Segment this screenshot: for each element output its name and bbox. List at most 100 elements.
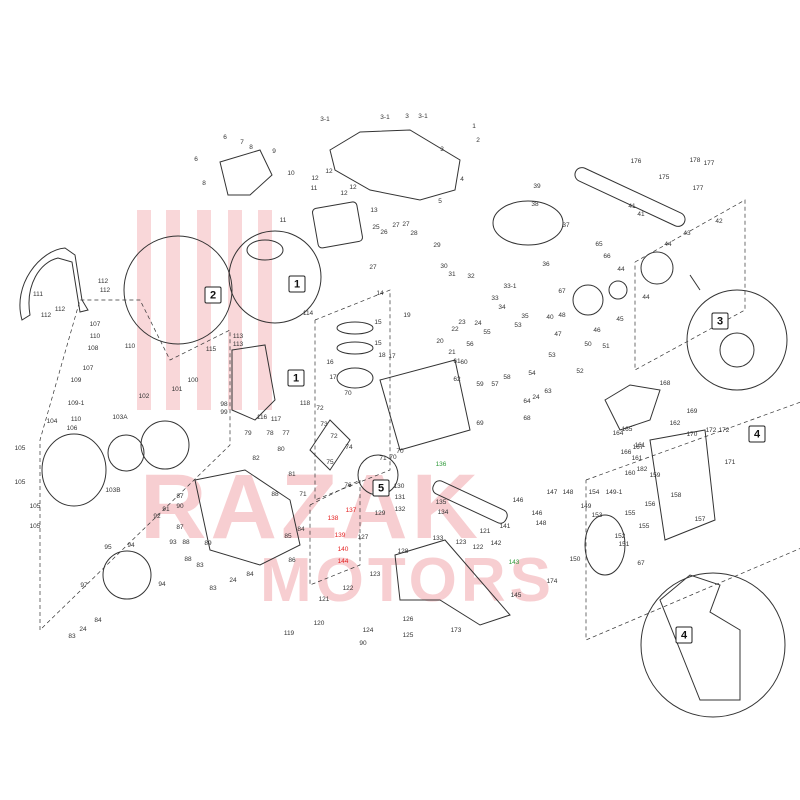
part-number-label: 70	[396, 447, 404, 455]
watermark-text: MOTORS	[260, 546, 555, 615]
part-number-label: 97	[80, 581, 88, 589]
part-number-label: 83	[196, 561, 204, 569]
part-number-label: 92	[153, 512, 161, 520]
part-number-label: 75	[326, 458, 334, 466]
part-number-label: 12	[349, 183, 357, 191]
piston-ring-part	[336, 341, 374, 355]
part-number-label: 69	[476, 419, 484, 427]
part-number-label: 19	[403, 311, 411, 319]
part-number-label: 161	[631, 454, 643, 462]
callout-3: 3	[711, 312, 729, 330]
starter-group-frame	[39, 299, 231, 631]
part-number-label: 112	[99, 286, 111, 294]
part-number-label: 169	[686, 407, 698, 415]
part-number-label: 112	[54, 305, 66, 313]
part-number-label: 125	[402, 631, 414, 639]
cylinder-part	[311, 201, 363, 249]
part-number-label: 108	[87, 344, 99, 352]
part-number-label: 73	[320, 420, 328, 428]
part-number-label: 30	[440, 262, 448, 270]
part-number-label: 53	[514, 321, 522, 329]
detail-1-drawing	[246, 239, 284, 261]
part-number-label: 43	[683, 229, 691, 237]
part-number-label: 110	[70, 415, 82, 423]
detail-circle-3	[686, 289, 788, 391]
part-number-label: 102	[138, 392, 150, 400]
part-number-label: 34	[498, 303, 506, 311]
part-number-label: 155	[624, 509, 636, 517]
part-number-label: 81	[288, 470, 296, 478]
fuel-pickup-frame	[309, 479, 361, 586]
part-number-label: 36	[542, 260, 550, 268]
part-number-label: 135	[435, 498, 447, 506]
part-number-label: 27	[392, 221, 400, 229]
part-number-label: 3-1	[418, 112, 428, 120]
callout-2: 2	[204, 286, 222, 304]
part-number-label: 162	[669, 419, 681, 427]
part-number-label: 84	[297, 525, 305, 533]
part-number-label: 177	[703, 159, 715, 167]
part-number-label: 79	[244, 429, 252, 437]
brake-band-part	[584, 514, 626, 576]
part-number-label: 20	[436, 337, 444, 345]
part-number-label: 22	[451, 325, 459, 333]
part-number-label: 6	[194, 155, 198, 163]
hand-guard-part	[604, 384, 661, 431]
part-number-label: 168	[659, 379, 671, 387]
part-number-label: 94	[127, 541, 135, 549]
clutch-part	[640, 251, 674, 285]
part-number-label: 113	[232, 340, 244, 348]
leader-line	[689, 274, 701, 291]
part-number-label: 18	[378, 351, 386, 359]
part-number-label: 105	[29, 502, 41, 510]
part-number-label: 15	[374, 318, 382, 326]
part-number-label: 146	[512, 496, 524, 504]
part-number-label: 53	[548, 351, 556, 359]
part-number-label: 24	[474, 319, 482, 327]
part-number-label: 166	[620, 448, 632, 456]
part-number-label: 44	[664, 240, 672, 248]
part-number-label: 103B	[105, 486, 121, 494]
part-number-label: 121	[479, 527, 491, 535]
part-number-label: 107	[89, 320, 101, 328]
part-number-label: 33-1	[503, 282, 517, 290]
part-number-label: 37	[562, 221, 570, 229]
part-number-label: 24	[79, 625, 87, 633]
part-number-label: 88	[184, 555, 192, 563]
part-number-label: 172	[718, 426, 730, 434]
part-number-label: 103A	[112, 413, 128, 421]
part-number-label: 62	[453, 375, 461, 383]
part-number-label: 74	[345, 443, 353, 451]
side-cover-part	[649, 429, 716, 541]
part-number-label: 52	[576, 367, 584, 375]
part-number-label: 115	[205, 345, 217, 353]
part-number-label: 17	[329, 373, 337, 381]
part-number-label: 117	[270, 415, 282, 423]
part-number-label: 145	[510, 591, 522, 599]
part-number-label: 98	[220, 400, 228, 408]
part-number-label: 14	[376, 289, 384, 297]
callout-4: 4	[675, 626, 693, 644]
part-number-label: 54	[528, 369, 536, 377]
part-number-label: 40	[546, 313, 554, 321]
crankcase-right-part	[379, 359, 471, 451]
part-number-label: 41	[628, 202, 636, 210]
part-number-label: 143	[508, 558, 520, 566]
part-number-label: 110	[89, 332, 101, 340]
part-number-label: 56	[466, 340, 474, 348]
detail-circle-1	[228, 230, 322, 324]
part-number-label: 148	[535, 519, 547, 527]
callout-1: 1	[288, 275, 306, 293]
callout-5: 5	[372, 479, 390, 497]
part-number-label: 124	[362, 626, 374, 634]
part-number-label: 38	[531, 200, 539, 208]
part-number-label: 80	[277, 445, 285, 453]
flywheel-part	[102, 550, 152, 600]
part-number-label: 10	[287, 169, 295, 177]
part-number-label: 65	[595, 240, 603, 248]
part-number-label: 150	[569, 555, 581, 563]
pulley-part	[140, 420, 190, 470]
part-number-label: 93	[169, 538, 177, 546]
part-number-label: 173	[450, 626, 462, 634]
